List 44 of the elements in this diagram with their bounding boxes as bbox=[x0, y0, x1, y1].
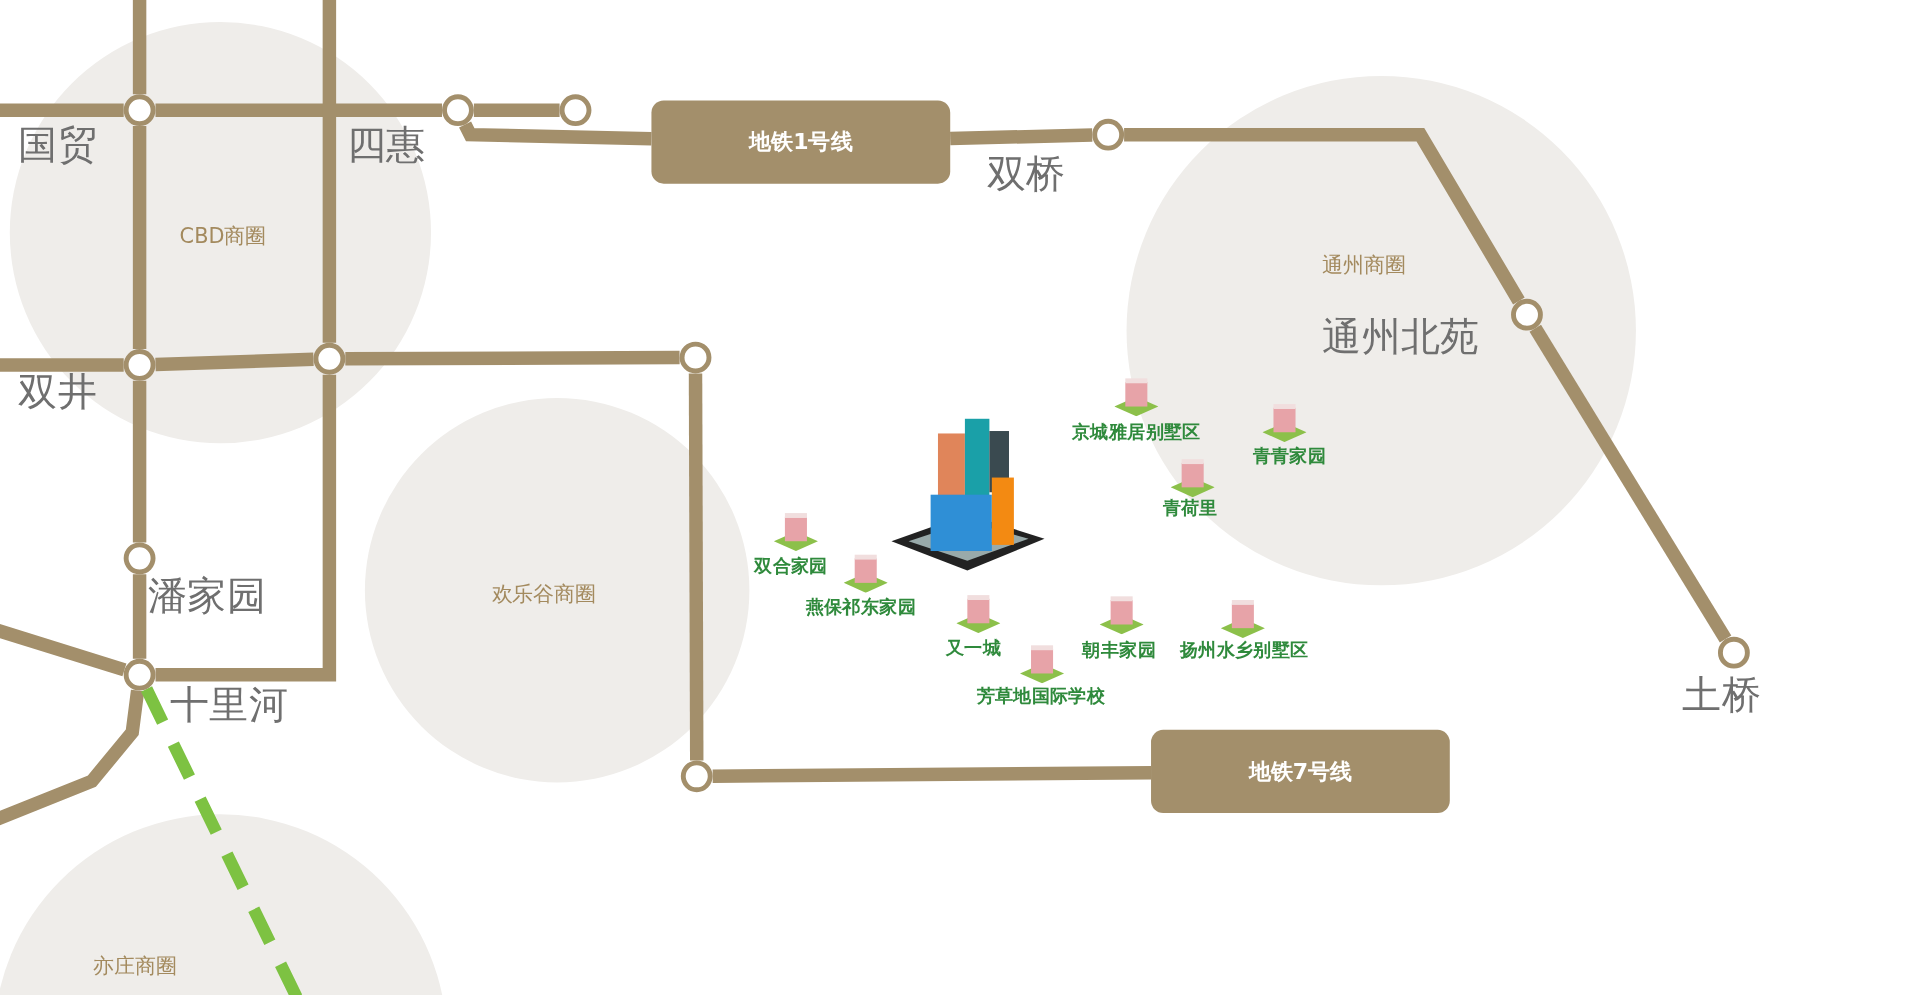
metro-line bbox=[132, 380, 147, 543]
station-name: 四惠 bbox=[346, 120, 425, 170]
metro-line bbox=[132, 574, 147, 659]
district-name: 通州商圈 bbox=[1322, 251, 1406, 280]
station-circle bbox=[679, 341, 712, 374]
metro-line bbox=[1124, 127, 1525, 305]
place-name: 扬州水乡别墅区 bbox=[1179, 639, 1309, 663]
place-name: 青青家园 bbox=[1252, 444, 1327, 468]
station-name: 潘家园 bbox=[148, 570, 266, 621]
district-name: CBD商圈 bbox=[179, 222, 267, 250]
station-name: 双桥 bbox=[986, 149, 1066, 200]
district-name: 欢乐谷商圈 bbox=[491, 580, 596, 608]
station-name: 双井 bbox=[18, 367, 97, 418]
metro-line bbox=[132, 0, 147, 95]
metro-line bbox=[322, 0, 337, 343]
metro-line bbox=[473, 103, 560, 117]
place-name: 青荷里 bbox=[1162, 497, 1218, 521]
line-label: 地铁1号线 bbox=[651, 100, 951, 184]
metro-line bbox=[0, 103, 124, 117]
metro-line bbox=[0, 358, 124, 372]
station-name: 国贸 bbox=[18, 120, 97, 170]
metro-line bbox=[155, 374, 337, 682]
place-name: 又一城 bbox=[945, 636, 1002, 660]
metro-line bbox=[459, 121, 652, 146]
place-name: 燕保祁东家园 bbox=[805, 596, 916, 620]
metro-line bbox=[712, 765, 1152, 783]
metro-line bbox=[688, 373, 704, 761]
station-name: 十里河 bbox=[170, 679, 288, 730]
metro-line bbox=[155, 352, 314, 372]
place-name: 双合家园 bbox=[754, 554, 828, 578]
line-label: 地铁7号线 bbox=[1151, 729, 1450, 814]
metro-line bbox=[345, 350, 680, 366]
place-name: 朝丰家园 bbox=[1082, 639, 1156, 663]
place-name: 京城雅居别墅区 bbox=[1072, 421, 1201, 445]
district-name: 亦庄商圈 bbox=[93, 952, 177, 980]
place-name: 芳草地国际学校 bbox=[976, 684, 1106, 708]
metro-line bbox=[950, 128, 1093, 146]
metro-line bbox=[1529, 324, 1732, 643]
station-name: 通州北苑 bbox=[1322, 312, 1480, 362]
station-circle bbox=[680, 760, 713, 793]
station-name: 土桥 bbox=[1682, 670, 1761, 720]
metro-line bbox=[155, 103, 443, 117]
metro-line bbox=[132, 126, 147, 349]
station-circle bbox=[559, 94, 592, 127]
